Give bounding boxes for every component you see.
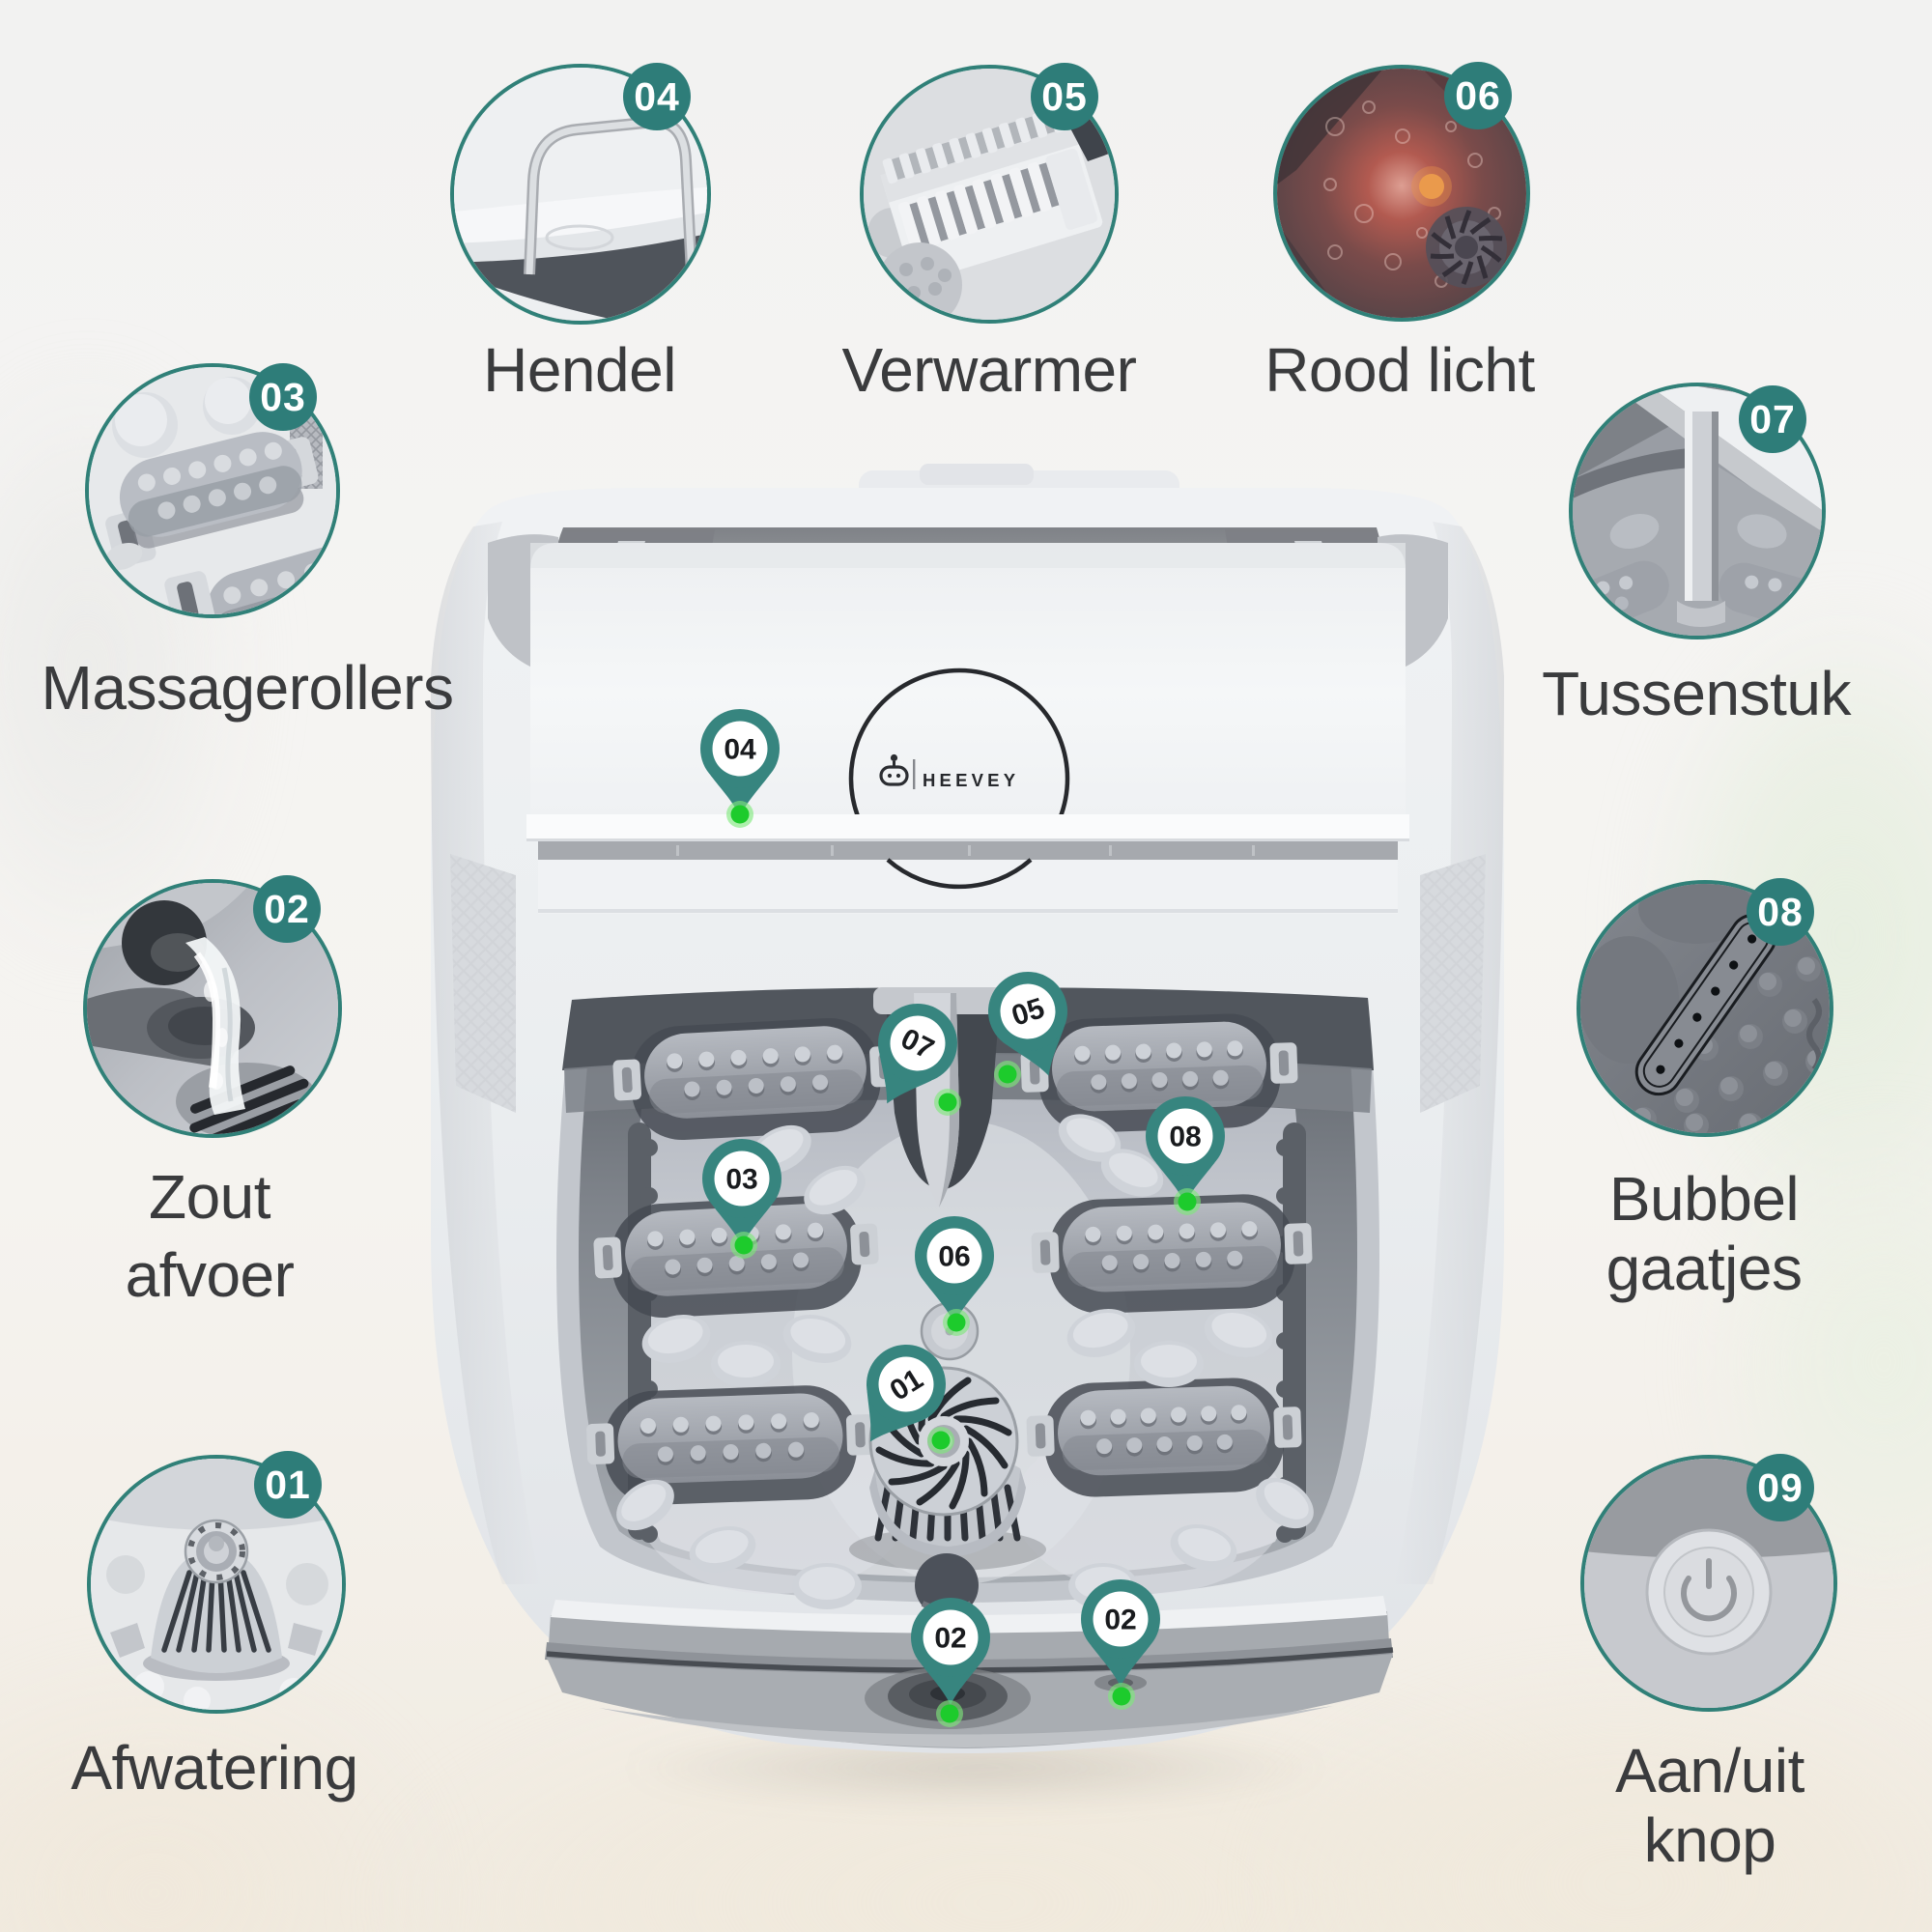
svg-text:03: 03 — [725, 1164, 757, 1196]
svg-text:02: 02 — [1104, 1605, 1136, 1636]
svg-text:04: 04 — [724, 734, 756, 766]
svg-text:HEEVEY: HEEVEY — [923, 770, 1019, 790]
svg-text:06: 06 — [938, 1241, 970, 1273]
svg-text:02: 02 — [934, 1623, 966, 1655]
svg-text:08: 08 — [1169, 1122, 1201, 1153]
